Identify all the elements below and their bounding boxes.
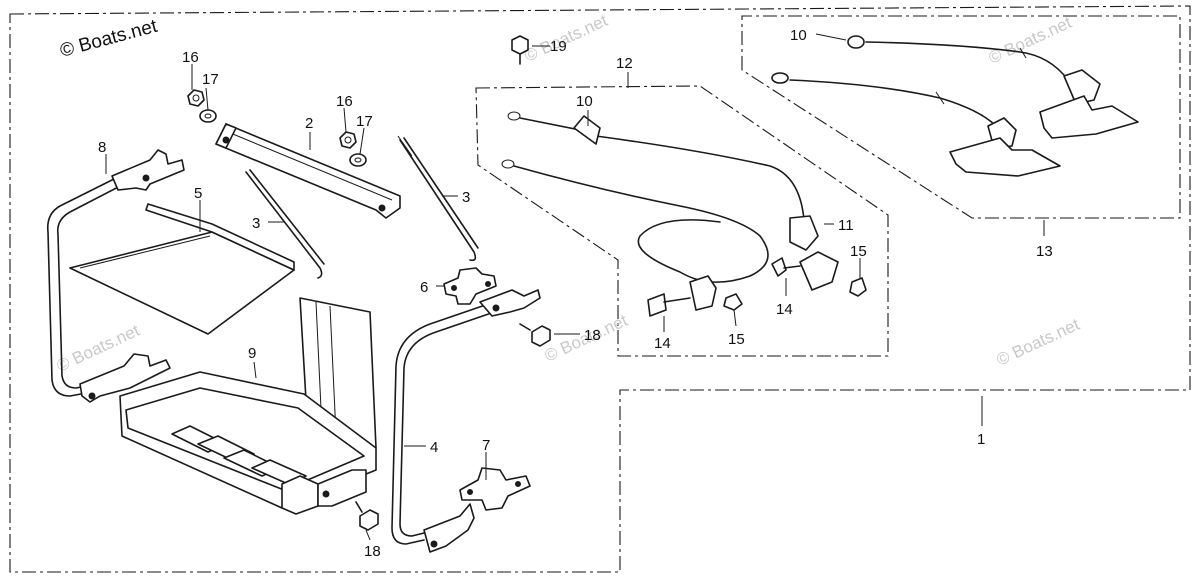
callout-16: 16 xyxy=(336,93,353,110)
battery-cable-part-11 xyxy=(501,111,867,317)
callout-2: 2 xyxy=(305,115,313,132)
callout-19: 19 xyxy=(550,38,567,55)
callout-11: 11 xyxy=(838,217,854,234)
watermark-main: © Boats.net xyxy=(58,16,160,62)
nut-part-16 xyxy=(339,131,357,149)
bolt-part-18 xyxy=(519,323,551,347)
rod-part-3 xyxy=(245,135,479,279)
jumper-cable-part-13 xyxy=(771,35,1139,177)
watermark-faint: © Boats.net xyxy=(986,13,1075,68)
callout-15: 15 xyxy=(728,331,745,348)
bolt-part-19 xyxy=(511,35,529,65)
battery-plate-part-5 xyxy=(69,203,295,335)
callout-9: 9 xyxy=(248,345,256,362)
group-13-frame xyxy=(741,15,1181,219)
holder-strap-part-4 xyxy=(391,289,541,553)
leader-lines xyxy=(105,33,1045,541)
hold-down-bar-part-2 xyxy=(215,123,401,219)
callout-3: 3 xyxy=(252,215,260,232)
watermark-faint: © Boats.net xyxy=(994,315,1083,370)
callout-16: 16 xyxy=(182,49,199,66)
callout-7: 7 xyxy=(482,437,490,454)
callout-14: 14 xyxy=(654,335,671,352)
holder-strap-part-8 xyxy=(46,149,185,403)
washer-part-17 xyxy=(199,109,217,123)
bolt-part-18 xyxy=(355,501,379,531)
callout-12: 12 xyxy=(616,55,633,72)
callout-5: 5 xyxy=(194,185,202,202)
callout-3: 3 xyxy=(462,189,470,206)
callout-18: 18 xyxy=(584,327,601,344)
callout-10: 10 xyxy=(790,27,807,44)
battery-tray-part-9 xyxy=(119,297,377,515)
callout-6: 6 xyxy=(420,279,428,296)
outer-frame xyxy=(9,5,1191,573)
nut-part-16 xyxy=(187,89,205,107)
callout-15: 15 xyxy=(850,243,867,260)
clamp-part-7 xyxy=(459,467,531,511)
callout-1: 1 xyxy=(977,431,985,448)
callout-17: 17 xyxy=(356,113,373,130)
callout-8: 8 xyxy=(98,139,106,156)
group-12-frame xyxy=(475,85,889,357)
callout-13: 13 xyxy=(1036,243,1053,260)
callout-4: 4 xyxy=(430,439,438,456)
callout-18: 18 xyxy=(364,543,381,560)
clamp-part-6 xyxy=(443,267,497,305)
washer-part-17 xyxy=(349,153,367,167)
callout-17: 17 xyxy=(202,71,219,88)
callout-10: 10 xyxy=(576,93,593,110)
callout-14: 14 xyxy=(776,301,793,318)
